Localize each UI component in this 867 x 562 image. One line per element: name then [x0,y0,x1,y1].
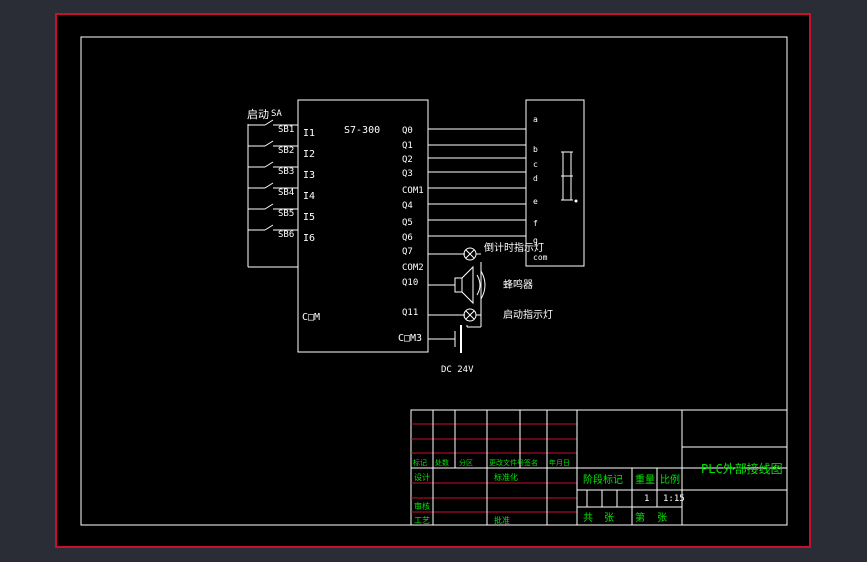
segment-label: g [533,236,538,245]
buzzer-icon [454,265,486,305]
plc-output-common: C□M3 [398,333,422,344]
total-label: 共 [583,512,593,524]
plc-model: S7-300 [344,125,380,136]
plc-output-label: Q2 [402,155,413,165]
plc-output-label: Q4 [402,201,413,211]
switch-label: SB5 [278,209,294,219]
segment-label: c [533,160,538,169]
standardization-label: 标准化 [494,472,518,482]
power-label: DC 24V [441,365,474,375]
switch-contact-icon [264,161,274,168]
page-label: 第 [635,511,645,524]
revision-header: 处数 [435,458,449,467]
switch-label: SB2 [278,146,294,156]
review-label: 审核 [414,501,430,511]
countdown-lamp-label: 倒计时指示灯 [484,241,544,254]
plc-output-label: Q0 [402,126,413,136]
revision-header: 分区 [459,458,473,467]
revision-header: 签名 [524,458,538,467]
switch-contact-icon [264,140,274,147]
design-label: 设计 [414,472,430,482]
process-label: 工艺 [414,516,430,525]
plc-input-label: I4 [303,191,315,202]
scale-label: 比例 [660,473,680,486]
switch-contact-icon [264,203,274,210]
plc-output-label: Q7 [402,247,413,257]
segment-label: a [533,115,538,124]
plc-output-label: Q11 [402,308,418,318]
start-label: 启动 [247,108,269,121]
start-lamp-icon [463,308,477,322]
plc-output-label: Q1 [402,141,413,151]
output-loads: 倒计时指示灯 蜂鸣器 启动指示灯 DC 24V [428,241,553,375]
switch-label: SB3 [278,167,294,177]
segment-label: f [533,219,538,228]
plc-output-label: COM1 [402,186,424,196]
segment-label: b [533,145,538,154]
segment-label: e [533,197,538,206]
stage-mark-label: 阶段标记 [583,473,623,486]
switch-label: SB6 [278,230,294,240]
revision-header: 更改文件号 [489,458,524,467]
switch-label: SA [271,109,282,119]
title-block: 标记处数 分区 更改文件号签名 年月日 设计 标准化 审核 工艺 批准 阶段标记 重量… [410,409,788,526]
segment-labels: a bcd e fg com [533,115,548,262]
revision-header: 年月日 [549,458,570,467]
start-lamp-label: 启动指示灯 [503,308,553,321]
plc-output-label: Q5 [402,218,413,228]
plc-input-label: I2 [303,149,315,160]
plc-output-label: COM2 [402,263,424,273]
plc-input-label: I1 [303,128,315,139]
plc-input-label: I6 [303,233,315,244]
total-sheet-label: 张 [604,512,614,524]
segment-label: d [533,174,538,183]
switch-contact-icon [264,224,274,231]
segment-label: com [533,253,548,262]
inner-frame [80,36,788,526]
revision-headers: 标记处数 分区 更改文件号签名 年月日 [413,458,570,467]
plc-output-label: Q3 [402,169,413,179]
plc-input-label: I3 [303,170,315,181]
switch-label: SB4 [278,188,294,198]
switch-contact-icon [264,182,274,189]
switch-contact-icon [264,119,274,126]
scale-value: 1:15 [663,494,685,504]
plc-output-label: Q6 [402,233,413,243]
revision-header: 标记 [413,458,427,467]
seven-segment-display: a bcd e fg com [525,99,585,267]
plc-input-common: C□M [302,312,320,323]
weight-value: 1 [644,494,649,504]
plc-input-label: I5 [303,212,315,223]
switch-label: SB1 [278,125,294,135]
approve-label: 批准 [494,515,510,525]
plc-body [297,99,429,353]
weight-label: 重量 [635,473,655,486]
dc-battery-icon [454,325,462,353]
page-sheet-label: 张 [657,512,667,524]
digit-eight-icon [561,151,578,203]
plc-output-label: Q10 [402,278,418,288]
buzzer-label: 蜂鸣器 [503,278,533,291]
output-wiring [428,128,526,237]
countdown-lamp-icon [463,247,477,261]
drawing-title: PLC外部接线图 [701,461,783,476]
